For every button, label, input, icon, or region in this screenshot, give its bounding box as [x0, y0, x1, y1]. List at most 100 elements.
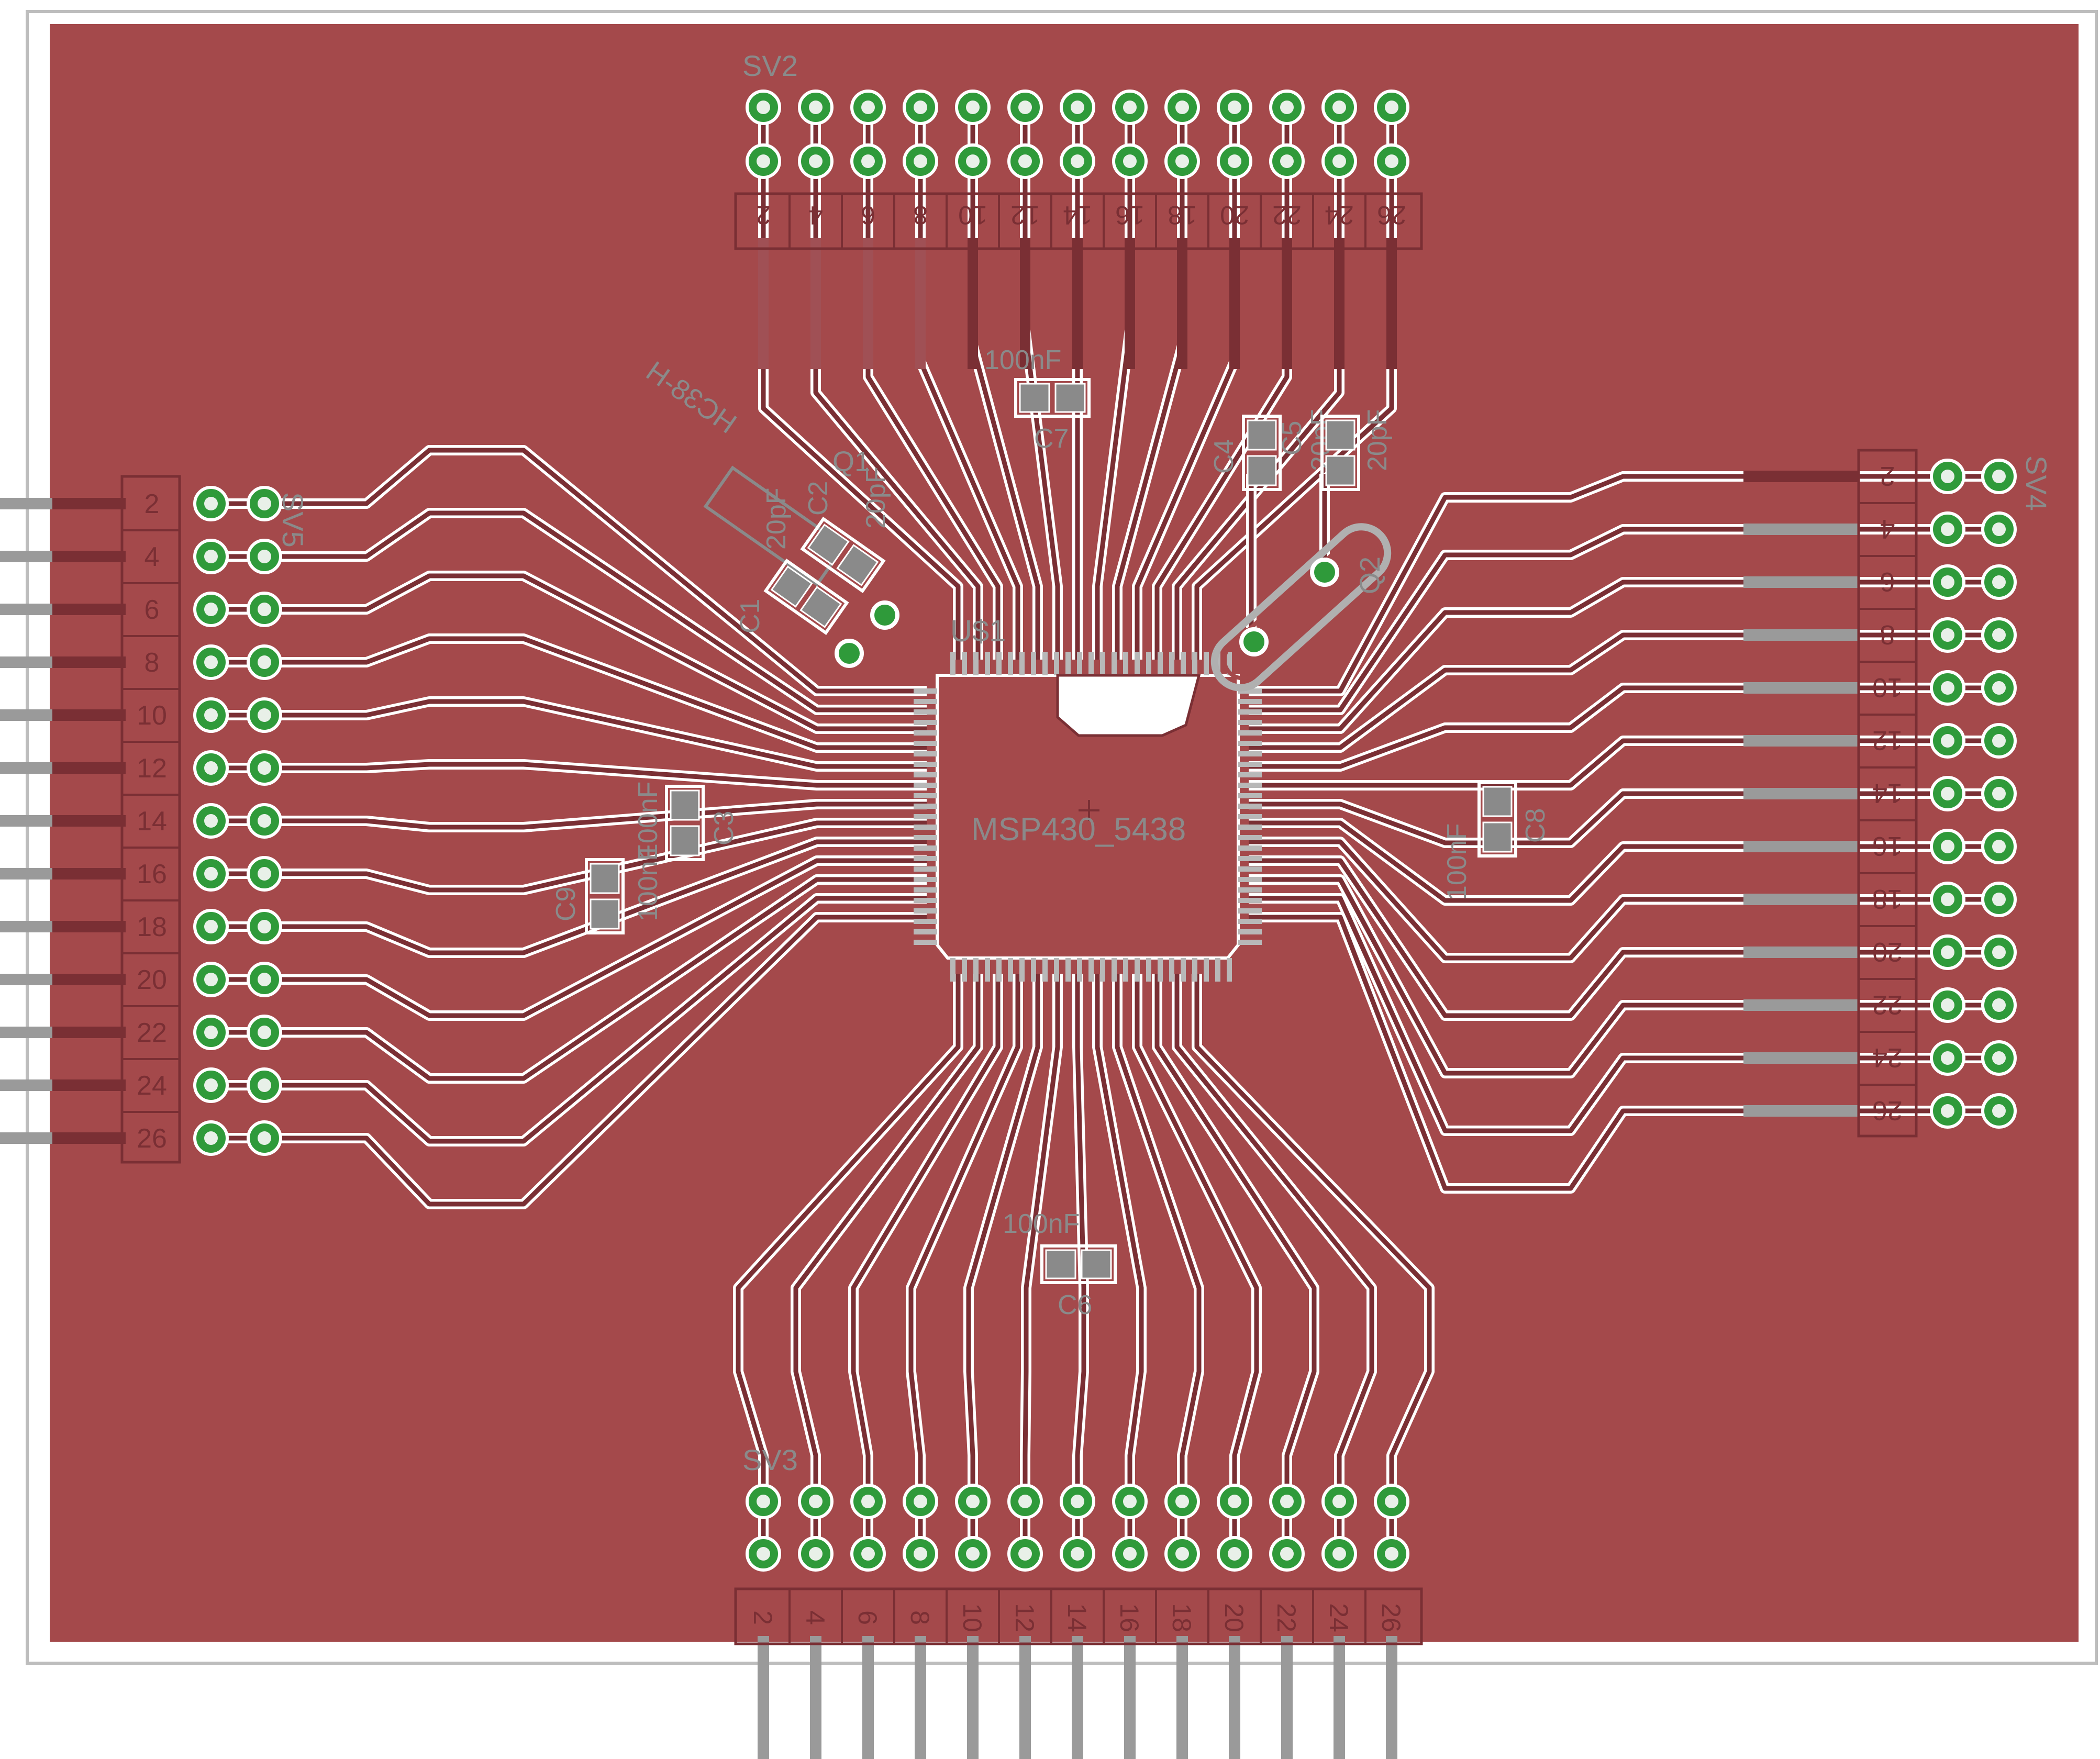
pad-left-a-20[interactable]	[193, 962, 229, 997]
pad-right-b-14[interactable]	[1981, 776, 2017, 811]
pad-left-a-18[interactable]	[193, 909, 229, 944]
pad-top-a-4[interactable]	[798, 90, 834, 125]
pad-right-a-10[interactable]	[1930, 670, 1965, 706]
pad-top-b-8[interactable]	[903, 143, 938, 179]
pad-bottom-b-8[interactable]	[903, 1536, 938, 1572]
pad-top-b-20[interactable]	[1217, 143, 1252, 179]
pad-right-a-16[interactable]	[1930, 829, 1965, 864]
pad-bottom-b-20[interactable]	[1217, 1536, 1252, 1572]
pad-bottom-a-26[interactable]	[1374, 1484, 1409, 1519]
pad-top-b-10[interactable]	[955, 143, 991, 179]
pad-right-a-20[interactable]	[1930, 934, 1965, 970]
pad-top-b-2[interactable]	[746, 143, 781, 179]
pad-top-a-26[interactable]	[1374, 90, 1409, 125]
pad-right-b-6[interactable]	[1981, 564, 2017, 600]
pad-top-a-22[interactable]	[1269, 90, 1305, 125]
pad-left-b-14[interactable]	[247, 803, 282, 839]
pad-bottom-a-14[interactable]	[1060, 1484, 1095, 1519]
pad-left-a-16[interactable]	[193, 856, 229, 892]
pad-top-b-12[interactable]	[1007, 143, 1043, 179]
pad-top-a-16[interactable]	[1112, 90, 1148, 125]
pad-left-a-8[interactable]	[193, 644, 229, 680]
pad-bottom-a-16[interactable]	[1112, 1484, 1148, 1519]
pad-top-a-8[interactable]	[903, 90, 938, 125]
pad-top-a-2[interactable]	[746, 90, 781, 125]
pad-top-a-12[interactable]	[1007, 90, 1043, 125]
pad-right-a-18[interactable]	[1930, 882, 1965, 917]
pad-right-a-6[interactable]	[1930, 564, 1965, 600]
pad-bottom-a-12[interactable]	[1007, 1484, 1043, 1519]
crystal-q2[interactable]: Q2	[1204, 516, 1398, 699]
pad-left-b-6[interactable]	[247, 592, 282, 627]
pad-right-a-24[interactable]	[1930, 1040, 1965, 1076]
pad-right-a-14[interactable]	[1930, 776, 1965, 811]
pad-bottom-a-8[interactable]	[903, 1484, 938, 1519]
pad-left-b-22[interactable]	[247, 1015, 282, 1050]
pad-left-b-4[interactable]	[247, 539, 282, 574]
pad-left-b-10[interactable]	[247, 697, 282, 733]
pad-right-a-2[interactable]	[1930, 459, 1965, 494]
pad-bottom-b-24[interactable]	[1321, 1536, 1357, 1572]
pad-bottom-a-4[interactable]	[798, 1484, 834, 1519]
pad-right-a-8[interactable]	[1930, 617, 1965, 653]
pad-left-b-26[interactable]	[247, 1120, 282, 1156]
pad-bottom-b-12[interactable]	[1007, 1536, 1043, 1572]
pad-top-b-18[interactable]	[1164, 143, 1200, 179]
pad-right-b-12[interactable]	[1981, 723, 2017, 759]
pad-left-a-2[interactable]	[193, 486, 229, 521]
pad-left-a-22[interactable]	[193, 1015, 229, 1050]
pad-right-b-22[interactable]	[1981, 987, 2017, 1023]
pad-left-b-18[interactable]	[247, 909, 282, 944]
pad-left-a-14[interactable]	[193, 803, 229, 839]
pad-bottom-b-22[interactable]	[1269, 1536, 1305, 1572]
pad-left-a-24[interactable]	[193, 1067, 229, 1103]
pad-right-b-8[interactable]	[1981, 617, 2017, 653]
pad-left-b-16[interactable]	[247, 856, 282, 892]
pad-top-b-14[interactable]	[1060, 143, 1095, 179]
pad-bottom-b-18[interactable]	[1164, 1536, 1200, 1572]
pad-bottom-a-22[interactable]	[1269, 1484, 1305, 1519]
pad-right-b-10[interactable]	[1981, 670, 2017, 706]
pad-top-a-10[interactable]	[955, 90, 991, 125]
pad-bottom-a-18[interactable]	[1164, 1484, 1200, 1519]
pad-bottom-a-10[interactable]	[955, 1484, 991, 1519]
pad-right-b-2[interactable]	[1981, 459, 2017, 494]
pad-top-a-14[interactable]	[1060, 90, 1095, 125]
pad-bottom-b-10[interactable]	[955, 1536, 991, 1572]
pad-bottom-a-20[interactable]	[1217, 1484, 1252, 1519]
pad-bottom-b-14[interactable]	[1060, 1536, 1095, 1572]
pad-right-b-20[interactable]	[1981, 934, 2017, 970]
pad-bottom-a-6[interactable]	[850, 1484, 886, 1519]
pad-left-a-10[interactable]	[193, 697, 229, 733]
pad-left-a-26[interactable]	[193, 1120, 229, 1156]
pad-left-b-2[interactable]	[247, 486, 282, 521]
pad-top-b-22[interactable]	[1269, 143, 1305, 179]
pad-top-b-24[interactable]	[1321, 143, 1357, 179]
pad-right-a-4[interactable]	[1930, 511, 1965, 547]
pad-bottom-b-2[interactable]	[746, 1536, 781, 1572]
pad-top-a-6[interactable]	[850, 90, 886, 125]
pad-right-b-18[interactable]	[1981, 882, 2017, 917]
pad-right-b-26[interactable]	[1981, 1093, 2017, 1129]
pad-right-a-12[interactable]	[1930, 723, 1965, 759]
pad-left-b-8[interactable]	[247, 644, 282, 680]
pad-bottom-a-24[interactable]	[1321, 1484, 1357, 1519]
pad-top-b-16[interactable]	[1112, 143, 1148, 179]
pad-right-b-24[interactable]	[1981, 1040, 2017, 1076]
pad-bottom-a-2[interactable]	[746, 1484, 781, 1519]
pad-right-a-22[interactable]	[1930, 987, 1965, 1023]
pad-left-a-6[interactable]	[193, 592, 229, 627]
pad-left-a-12[interactable]	[193, 750, 229, 786]
pad-left-b-24[interactable]	[247, 1067, 282, 1103]
pad-right-b-16[interactable]	[1981, 829, 2017, 864]
pad-left-b-12[interactable]	[247, 750, 282, 786]
pad-top-a-18[interactable]	[1164, 90, 1200, 125]
